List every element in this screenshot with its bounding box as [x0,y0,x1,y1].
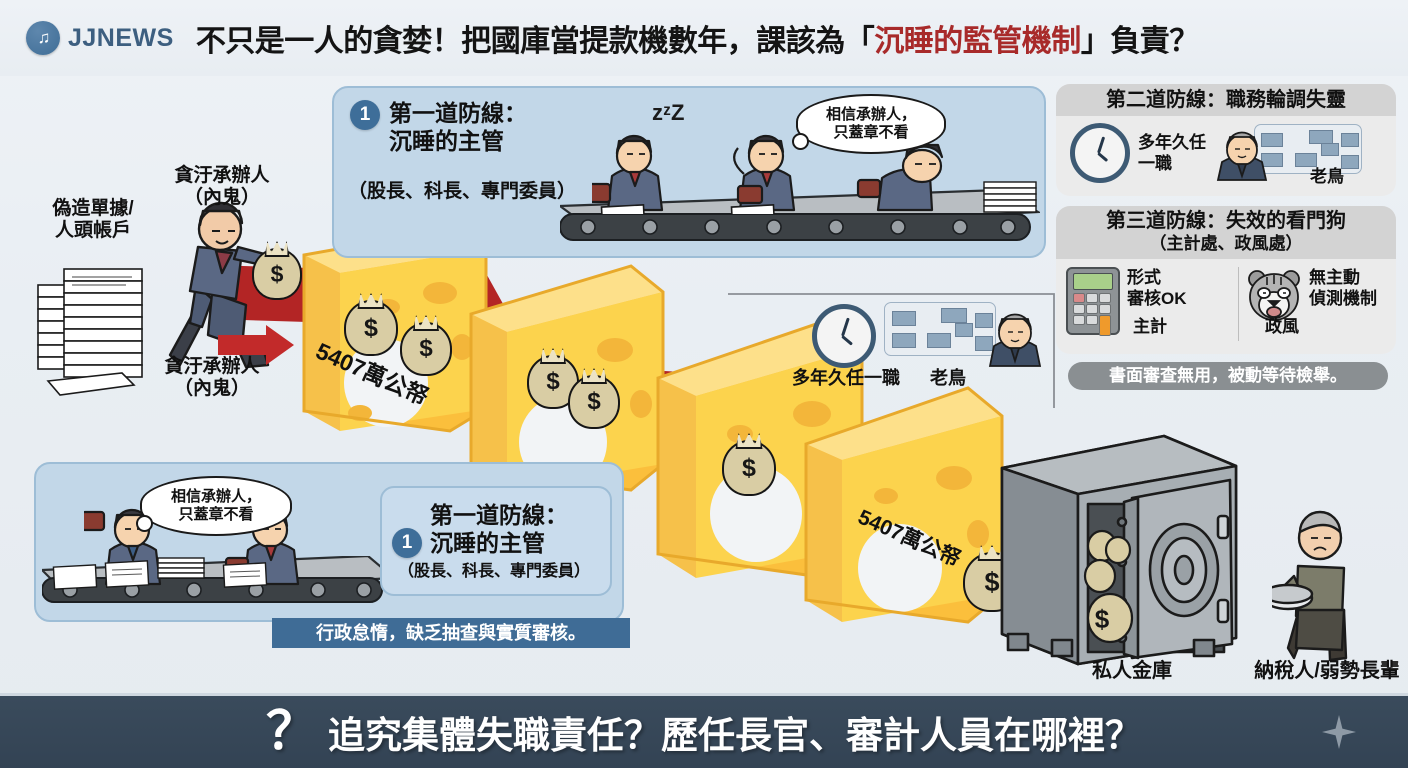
forged-docs-line2: 人頭帳戶 [54,220,131,242]
money-bag: $ [722,440,776,496]
officer-top-line1: 貪汙承辦人 [174,165,270,186]
defense1-top-title-line1: 第一道防線： [389,100,527,126]
org-chart-icon [1254,124,1362,174]
bubble-bottom-line1: 相信承辦人， [170,487,261,505]
defense3-right-name: 政風 [1265,317,1299,337]
defense1-bottom-subtitle: （股長、科長、專門委員） [398,563,591,581]
defense2-title: 第二道防線：職務輪調失靈 [1056,84,1396,116]
veteran-avatar [1216,131,1268,181]
defense-line-1-top-panel: 1 第一道防線： 沉睡的主管 （股長、科長、專門委員） [332,86,1046,258]
defense-line-3-panel: 第三道防線：失效的看門狗 （主計處、政風處） [1056,206,1396,354]
bubble-bottom-line2: 只蓋章不看 [178,506,254,523]
headline-part2: 」負責？ [1080,25,1200,58]
sparkle-icon [1322,715,1356,749]
safe-label: 私人金庫 [1092,660,1172,682]
officer-top-line2: （內鬼） [183,187,260,209]
private-safe-illustration: $ [1000,434,1238,666]
defense2-clock-label: 多年久任 一職 [1138,132,1206,175]
defense2-clock-line2: 一職 [1138,154,1172,173]
document-stack-top [983,181,1037,213]
defense1-top-title-line2: 沉睡的主管 [389,127,504,154]
veteran-avatar [988,313,1042,367]
documents-bottom-belt [52,557,268,590]
officer-bottom-line1: 貪汙承辦人 [164,356,260,377]
defense2-veteran-label: 老鳥 [1310,167,1344,186]
defense3-accounting-block: 形式 審核OK 主計 [1066,266,1232,338]
thought-bubble-bottom: 相信承辦人， 只蓋章不看 [136,476,292,536]
defense3-footer-note: 書面審查無用，被動等待檢舉。 [1068,362,1388,390]
defense1-bottom-number: 1 [392,528,422,558]
defense3-right-desc1: 無主動 [1309,267,1360,287]
brand-name: JJNEWS [68,23,174,52]
defense3-left-name: 主計 [1133,317,1167,337]
org-chart-icon [884,302,996,356]
headline-highlight: 沉睡的監管機制 [874,25,1081,58]
defense3-left-desc1: 形式 [1127,267,1161,287]
victim-label: 納稅人/弱勢長輩 [1254,660,1400,682]
bubble-top-line2: 只蓋章不看 [833,124,909,141]
svg-text:$: $ [1095,604,1110,634]
defense1-top-subtitle: （股長、科長、專門委員） [348,181,577,202]
money-symbol: $ [587,388,601,415]
defense3-right-desc2: 偵測機制 [1309,288,1377,308]
money-symbol: $ [742,453,756,482]
forged-documents-stack [37,268,143,396]
defense1-bottom-title-line1: 第一道防線： [430,501,568,528]
defense3-left-desc2: 審核OK [1127,288,1187,308]
veteran-card: 老鳥 [1214,122,1364,186]
rotation-veteran-label: 老鳥 [930,368,966,388]
defense-line-1-bottom-panel: zᶻZ 相信承辦人， 只蓋章不看 1 第一道防線： 沉睡的主管 （股長、科長、專… [34,462,624,622]
footer-question-mark: ？ [265,703,318,761]
money-bag: $ [252,248,302,300]
defense1-bottom-card: 1 第一道防線： 沉睡的主管 （股長、科長、專門委員） [380,486,612,596]
elderly-taxpayer-figure [1272,510,1348,662]
calculator-icon [1066,266,1120,336]
defense1-bottom-footer-note: 行政怠惰，缺乏抽查與實質審核。 [272,618,630,648]
officer-bottom-line2: （內鬼） [173,378,250,400]
money-symbol: $ [270,260,284,287]
footer-text: 追究集體失職責任？歷任長官、審計人員在哪裡？ [328,715,1142,756]
jjnews-logo-icon: ♫ [26,21,60,55]
defense1-top-heading: 1 第一道防線： 沉睡的主管 [350,100,527,155]
defense3-heading: 第三道防線：失效的看門狗 （主計處、政風處） [1056,206,1396,259]
corrupt-officer-label-bottom: 貪汙承辦人 （內鬼） [122,356,302,401]
money-symbol: $ [364,313,378,342]
defense2-clock-line1: 多年久任 [1138,132,1206,152]
page-title: 不只是一人的貪婪！把國庫當提款機數年，課該為「沉睡的監管機制」負責？ [195,16,1200,60]
tiger-icon [1248,269,1300,321]
defense3-ethics-block: 無主動 偵測機制 政風 [1245,267,1377,338]
page-header: ♫ JJNEWS 不只是一人的貪婪！把國庫當提款機數年，課該為「沉睡的監管機制」… [0,0,1408,76]
bubble-top-line1: 相信承辦人， [825,105,916,123]
page-footer-banner: ？ 追究集體失職責任？歷任長官、審計人員在哪裡？ [0,693,1408,768]
defense3-subtitle: （主計處、政風處） [1149,233,1303,253]
zzz-icon-top: zᶻZ [652,100,685,125]
money-symbol: $ [546,368,560,395]
clock-icon [812,304,876,368]
defense3-title: 第三道防線：失效的看門狗 [1106,210,1346,232]
rotation-clock-label: 多年久任一職 [792,368,900,388]
money-bag: $ [568,375,620,429]
forged-docs-line1: 偽造單據/ [52,198,134,219]
clock-icon [1070,123,1130,183]
logo-glyph: ♫ [37,28,51,47]
defense1-top-number: 1 [350,100,380,130]
sleeping-officials-top [592,134,944,214]
corrupt-officer-label-top: 貪汙承辦人 （內鬼） [132,165,312,210]
money-symbol: $ [419,335,433,362]
thought-bubble-top: 相信承辦人， 只蓋章不看 [792,94,946,154]
defense1-bottom-title-line2: 沉睡的主管 [430,530,545,556]
headline-part1: 不只是一人的貪婪！把國庫當提款機數年，課該為「 [195,25,875,58]
forged-documents-label: 偽造單據/ 人頭帳戶 [18,198,168,243]
defense-line-2-panel: 第二道防線：職務輪調失靈 多年久任 一職 [1056,84,1396,196]
defense3-divider [1238,266,1239,341]
rotation-failure-callout: 多年久任一職 老鳥 [792,300,1042,396]
